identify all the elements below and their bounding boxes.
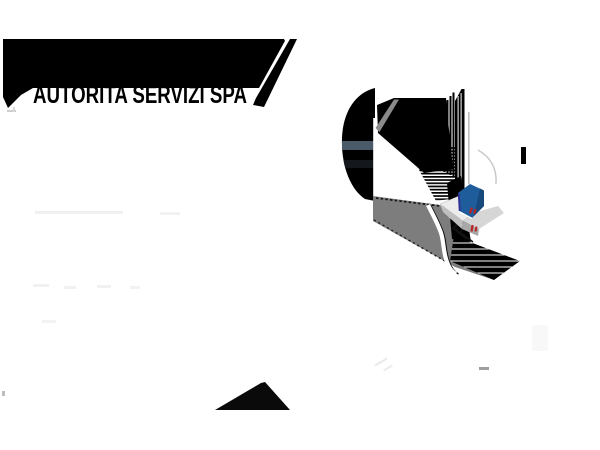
emblem-cube <box>457 184 484 220</box>
emblem-crescent-slate-stripe <box>341 141 375 150</box>
banner-body <box>3 39 286 108</box>
emblem-gray-arc <box>477 149 497 185</box>
emblem-river <box>426 204 458 276</box>
emblem-stripe-fan <box>412 147 457 201</box>
emblem-crescent-inner-gap <box>373 118 376 200</box>
emblem-wedge-gray-sliver <box>375 99 399 132</box>
emblem-striped-tail <box>450 236 520 280</box>
emblem-right-sliver <box>521 147 526 164</box>
emblem-logo <box>341 88 526 280</box>
mountain-triangle <box>215 382 290 410</box>
emblem-gray-vline <box>468 112 470 184</box>
emblem-spike <box>443 89 465 196</box>
emblem-spike-highlight-1 <box>457 96 459 196</box>
emblem-red-marks <box>468 207 478 232</box>
letterhead-banner-logo: AUTORITA SERVIZI SPA <box>3 39 297 109</box>
emblem-spike-highlight-2 <box>460 93 462 196</box>
banner-swoosh <box>253 39 297 107</box>
emblem-crescent-dark-stripe <box>341 160 375 168</box>
